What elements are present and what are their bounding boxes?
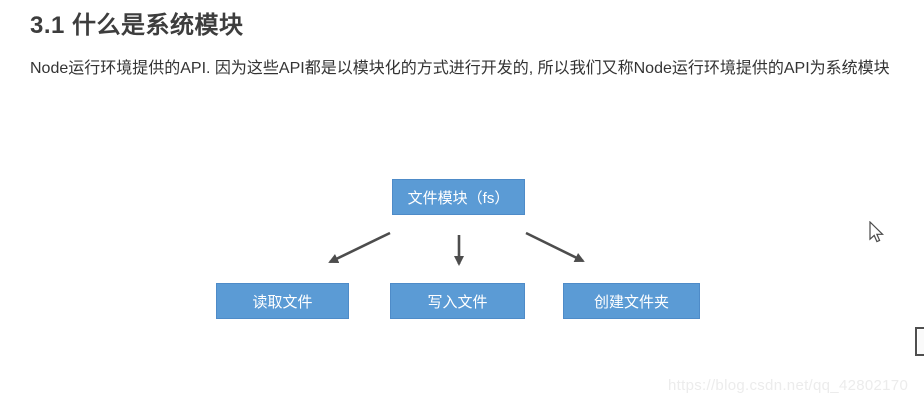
arrow-root-to-read-icon xyxy=(328,231,391,264)
watermark-url: https://blog.csdn.net/qq_42802170 xyxy=(668,377,909,394)
intro-paragraph: Node运行环境提供的API. 因为这些API都是以模块化的方式进行开发的, 所… xyxy=(30,60,890,77)
diagram-node-write-file: 写入文件 xyxy=(390,283,525,319)
diagram-node-file-module: 文件模块（fs） xyxy=(392,179,525,215)
diagram-node-create-folder: 创建文件夹 xyxy=(563,283,700,319)
diagram-node-read-file: 读取文件 xyxy=(216,283,349,319)
arrow-root-to-mkdir-icon xyxy=(525,231,585,263)
mouse-pointer-icon xyxy=(869,221,884,243)
section-heading: 3.1 什么是系统模块 xyxy=(30,12,244,39)
partial-button-fragment[interactable] xyxy=(915,327,924,356)
